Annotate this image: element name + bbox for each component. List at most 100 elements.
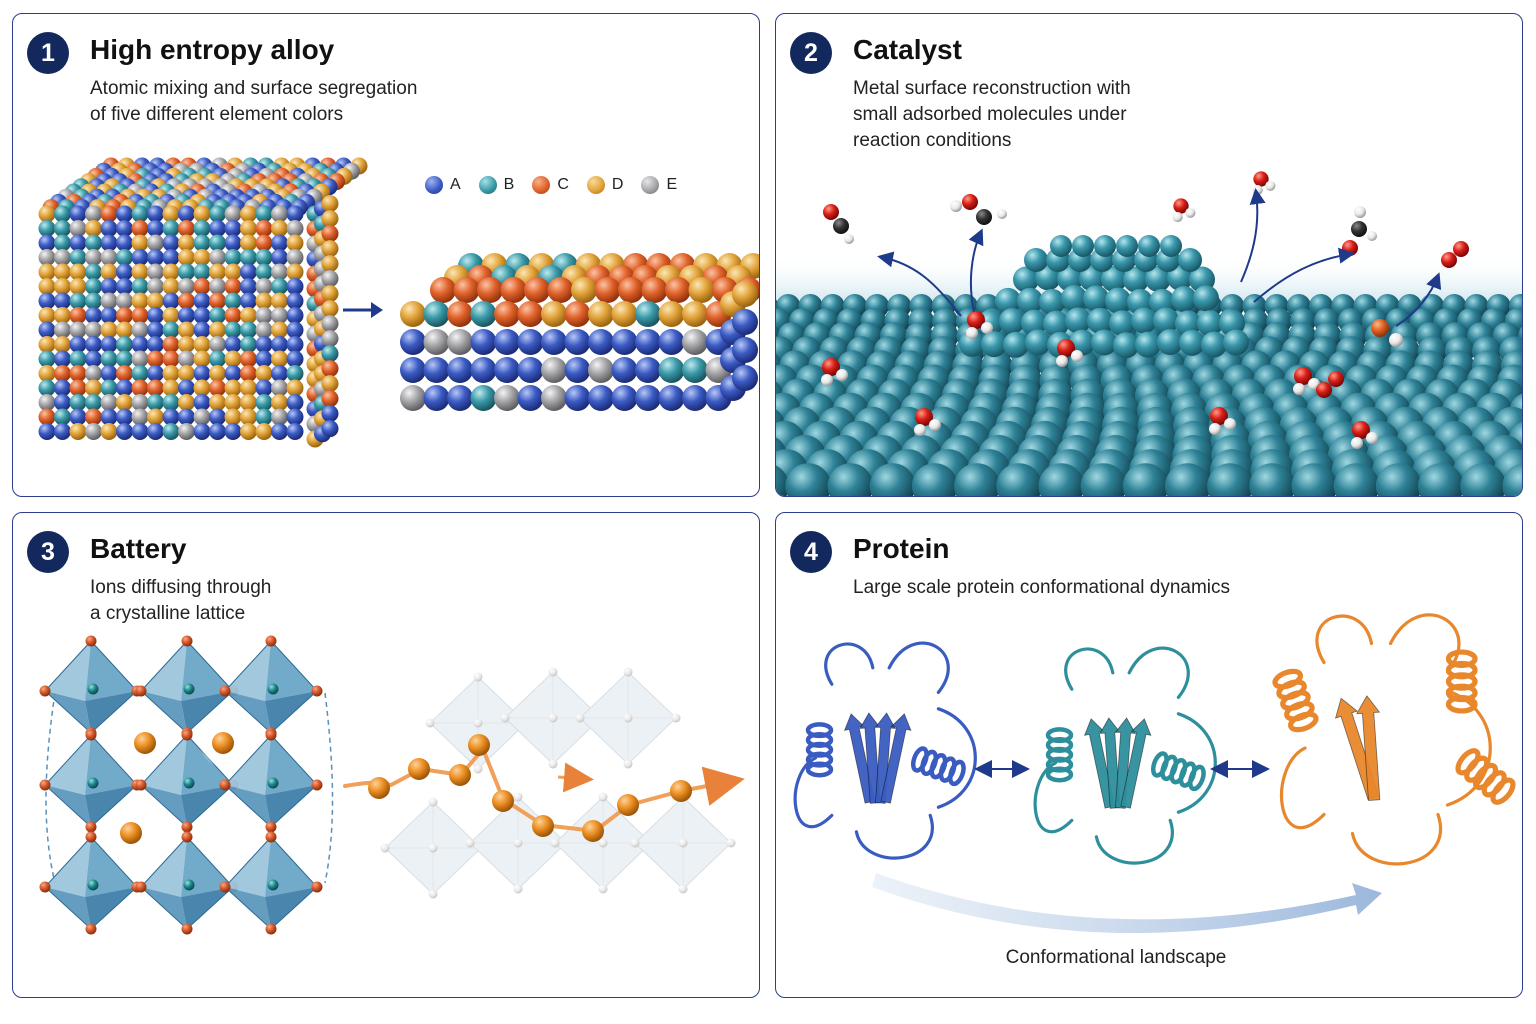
octahedral-lattice (39, 635, 334, 935)
atom (209, 394, 226, 411)
atom (255, 321, 273, 339)
legend-item-d: D (586, 176, 623, 194)
atom (224, 321, 242, 339)
atom (193, 379, 211, 397)
lattice-node (548, 667, 558, 677)
atom (85, 292, 102, 310)
panel-number-badge: 1 (27, 32, 69, 74)
atom (193, 307, 211, 324)
vertex-atom (311, 881, 323, 893)
atom (209, 423, 226, 440)
octahedron (219, 831, 323, 935)
island-atom (1079, 265, 1105, 292)
atom (611, 385, 638, 411)
atom (38, 234, 56, 252)
atom (162, 249, 180, 266)
surface-atom (1291, 463, 1338, 496)
hydrogen-atom (844, 234, 854, 244)
atom (54, 220, 71, 237)
atom (271, 234, 288, 252)
atom (209, 292, 226, 310)
atom (500, 277, 527, 303)
atom (255, 205, 273, 223)
vertex-atom (135, 881, 147, 893)
atom (240, 394, 257, 411)
atom (131, 350, 149, 368)
atom (286, 307, 304, 324)
vertex-atom (181, 831, 193, 843)
hydrogen-atom (1185, 207, 1196, 218)
atom (147, 365, 164, 382)
atom (116, 408, 133, 426)
central-atom (267, 879, 279, 891)
island-atom (1050, 235, 1072, 257)
adsorbate-atom (1371, 319, 1389, 337)
central-atom (267, 777, 279, 789)
desorption-arrows (877, 188, 1442, 327)
atom (38, 292, 56, 310)
atom (732, 337, 758, 363)
vertex-atom (39, 881, 51, 893)
panel-title: Protein (853, 533, 950, 564)
atom (85, 263, 102, 281)
vertex-atom (311, 779, 323, 791)
atom (255, 249, 273, 266)
legend-label: C (557, 176, 569, 193)
atom (209, 321, 226, 339)
atom (147, 321, 164, 339)
atom (85, 307, 102, 324)
atom (162, 350, 180, 368)
subtitle-line: Metal surface reconstruction with (853, 78, 1131, 99)
atom (286, 278, 304, 295)
subtitle-line: Ions diffusing through (90, 577, 272, 598)
atom (240, 263, 257, 281)
battery-illustration (39, 635, 745, 935)
atom (271, 278, 288, 295)
atom (69, 408, 87, 426)
island-atom (1113, 332, 1139, 359)
oxygen-atom (1441, 252, 1457, 268)
atom (286, 234, 304, 252)
atom (658, 301, 685, 327)
island-atom (1072, 235, 1094, 257)
atom (224, 292, 242, 310)
atom (321, 345, 339, 363)
atom (193, 394, 211, 411)
atom (732, 309, 758, 335)
atom (255, 263, 273, 281)
hydrogen-atom (1354, 206, 1366, 218)
atom (209, 408, 226, 426)
atom (193, 249, 211, 266)
vertex-atom (265, 729, 277, 741)
lattice-node (425, 718, 435, 728)
atom (54, 350, 71, 368)
atom (131, 220, 149, 237)
atom (38, 336, 56, 353)
atom (69, 350, 87, 368)
atom (255, 220, 273, 237)
atom (100, 278, 118, 295)
atom (147, 234, 164, 252)
lithium-ion (134, 732, 156, 754)
atom (224, 423, 242, 440)
atom (100, 205, 118, 223)
atom (193, 220, 211, 237)
atom (116, 307, 133, 324)
transform-arrow (343, 302, 383, 318)
hydrogen-atom (1056, 355, 1068, 367)
atom (116, 278, 133, 295)
atom (682, 385, 708, 411)
island-atom (1193, 285, 1219, 312)
atom (240, 249, 257, 266)
vertex-atom (135, 685, 147, 697)
lattice-node (598, 838, 608, 848)
atom (732, 365, 758, 391)
lattice-node (428, 843, 438, 853)
atom (321, 300, 339, 318)
surface-atom (1460, 463, 1506, 496)
panel-title: High entropy alloy (90, 34, 335, 65)
island-atom (1131, 307, 1157, 334)
vertex-atom (181, 635, 193, 647)
atom (564, 301, 591, 327)
lattice-node (671, 713, 681, 723)
